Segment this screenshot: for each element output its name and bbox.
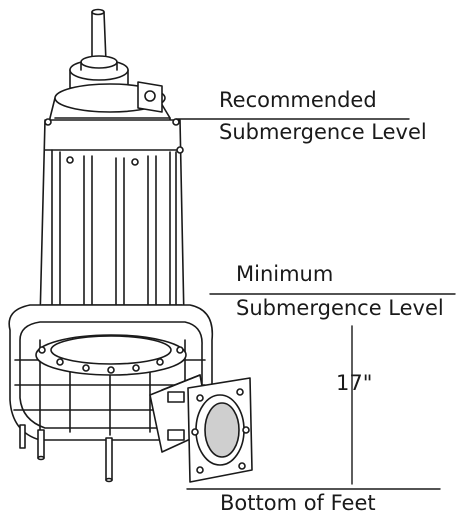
- minimum-label-line2: Submergence Level: [236, 296, 444, 320]
- cable-gland: [69, 55, 129, 89]
- recommended-label-line1: Recommended: [219, 88, 377, 112]
- power-cable: [91, 8, 107, 63]
- bottom-of-feet-label: Bottom of Feet: [220, 491, 376, 515]
- minimum-label-line1: Minimum: [236, 262, 334, 286]
- pump-feet: [19, 424, 113, 483]
- motor-bolts: [44, 118, 184, 166]
- volute-flange: [35, 334, 187, 376]
- reference-lines: [175, 118, 456, 490]
- lifting-lug-right: [137, 81, 163, 113]
- dimension-label: 17": [336, 371, 373, 395]
- recommended-label-line2: Submergence Level: [219, 120, 427, 144]
- discharge-flange: [187, 377, 253, 483]
- motor-housing: [39, 119, 185, 321]
